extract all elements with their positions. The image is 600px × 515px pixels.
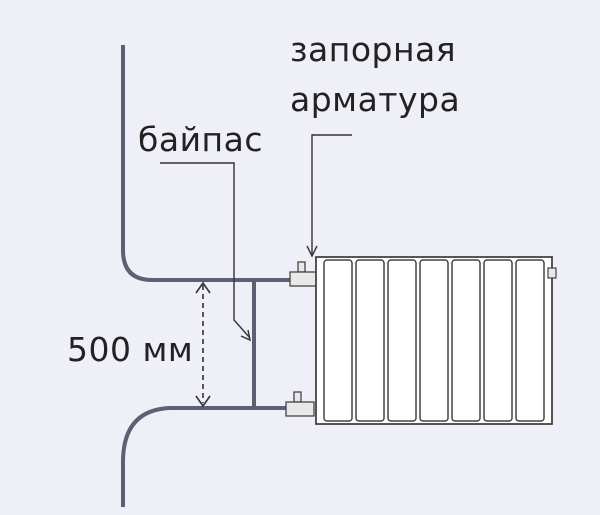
distance-dimension-line: [195, 281, 211, 408]
riser-pipe-upper: [121, 45, 298, 282]
radiator-section: [355, 259, 385, 422]
shutoff-valve-label-line1: запорная: [290, 30, 457, 69]
radiator-section: [483, 259, 513, 422]
radiator-sections: [323, 259, 545, 422]
bypass-leader-line: [160, 162, 251, 342]
shutoff-valve-leader-line: [306, 134, 352, 258]
bypass-label: байпас: [138, 120, 263, 159]
riser-pipe-lower: [121, 406, 298, 507]
radiator-section: [419, 259, 449, 422]
radiator-section: [323, 259, 353, 422]
distance-label: 500 мм: [67, 330, 194, 369]
radiator-section: [515, 259, 545, 422]
upper-shutoff-valve: [289, 261, 319, 287]
radiator-section: [451, 259, 481, 422]
radiator: [315, 256, 557, 425]
radiator-right-plug: [547, 267, 557, 279]
shutoff-valve-label-line2: арматура: [290, 80, 461, 119]
lower-shutoff-valve: [285, 391, 315, 417]
radiator-section: [387, 259, 417, 422]
